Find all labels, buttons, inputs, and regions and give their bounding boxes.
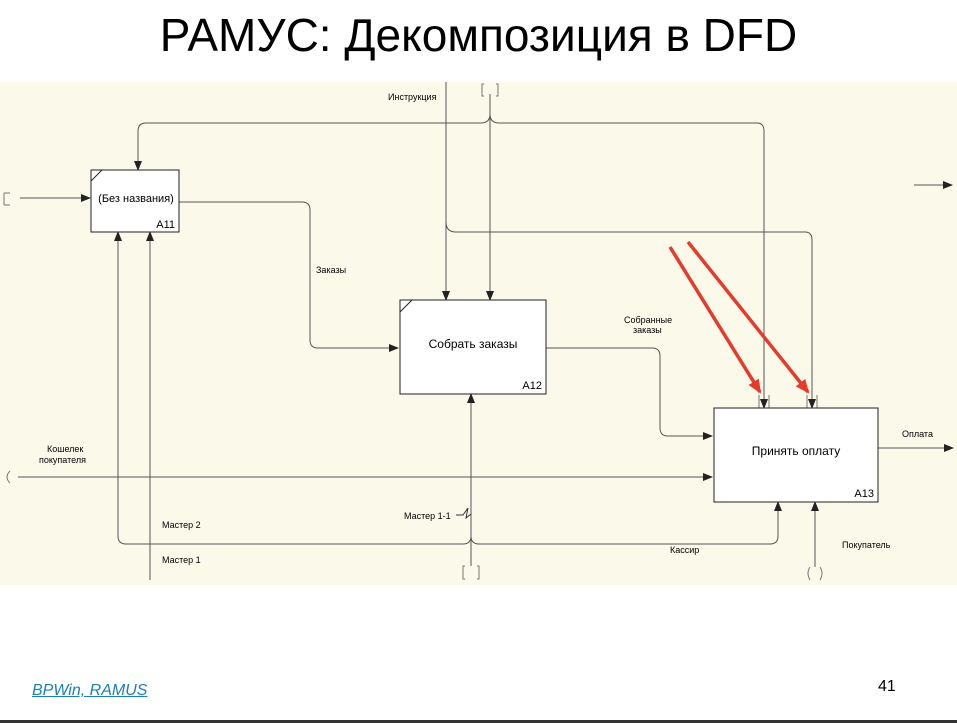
label-master1: Мастер 1 [162, 555, 201, 565]
highlight-arrow-1 [668, 246, 762, 394]
arrow-master2-cashier[interactable] [114, 231, 472, 545]
label-collected-orders-1: Собранные [624, 315, 672, 325]
squiggle-marker [456, 507, 472, 520]
label-wallet-2: покупателя [39, 455, 86, 465]
arrow-collected-orders[interactable] [546, 347, 713, 440]
dfd-diagram: (Без названия) A11 Собрать заказы A12 Пр… [0, 82, 957, 585]
highlight-arrow-2 [686, 240, 810, 394]
box-a12[interactable]: Собрать заказы A12 [399, 299, 547, 395]
label-wallet-1: Кошелек [47, 444, 83, 454]
box-a12-label: Собрать заказы [429, 337, 518, 351]
bottom-rule [0, 720, 957, 723]
label-payment: Оплата [902, 429, 933, 439]
label-master2: Мастер 2 [162, 520, 201, 530]
arrow-top-control[interactable] [134, 113, 491, 171]
box-a13[interactable]: Принять оплату A13 [713, 407, 879, 503]
box-a11-label: (Без названия) [98, 193, 174, 205]
arrow-orders[interactable] [179, 201, 399, 352]
label-orders: Заказы [316, 265, 346, 275]
page-number: 41 [878, 678, 896, 695]
arrow-instruction-to-a13[interactable] [445, 221, 816, 409]
box-a13-id: A13 [854, 488, 874, 500]
label-cashier: Кассир [670, 545, 699, 555]
label-instruction: Инструкция [388, 92, 437, 102]
box-a11-id: A11 [156, 219, 175, 231]
slide-title: РАМУС: Декомпозиция в DFD [159, 9, 798, 61]
box-a11[interactable]: (Без названия) A11 [90, 169, 180, 233]
footer-link[interactable]: BPWin, RAMUS [32, 682, 148, 699]
label-master1-1: Мастер 1-1 [404, 511, 451, 521]
box-a13-label: Принять оплату [752, 444, 840, 458]
label-buyer: Покупатель [842, 540, 891, 550]
label-collected-orders-2: заказы [633, 325, 662, 335]
box-a12-id: A12 [522, 380, 542, 392]
